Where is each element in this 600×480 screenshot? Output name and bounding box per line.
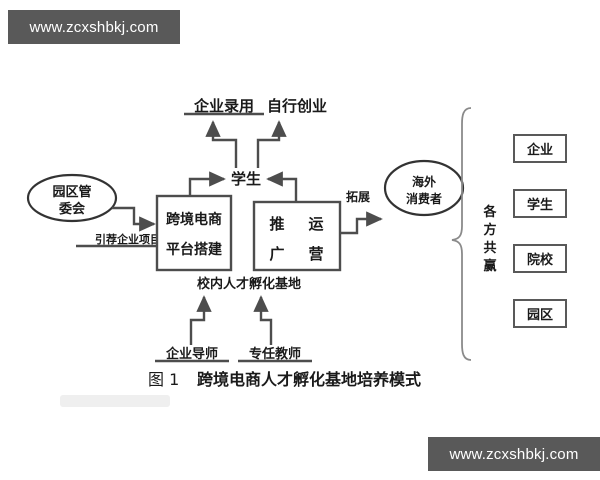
consumer-node-line2: 消费者: [406, 191, 442, 206]
source-node-ellipse: [26, 173, 118, 223]
winwin-char-1: 方: [483, 222, 496, 238]
edge-source-to-platform: [112, 206, 156, 232]
student-node-label: 学生: [231, 170, 261, 188]
operations-cell-tl: 推: [269, 215, 284, 233]
winwin-brace: [451, 107, 472, 361]
source-edge-label: 引荐企业项目: [95, 232, 161, 246]
platform-box-line2: 平台搭建: [166, 241, 222, 258]
consumer-node-line1: 海外: [412, 174, 436, 189]
outcome-employment-label: 企业录用: [193, 97, 254, 115]
source-node-line2: 委会: [58, 201, 86, 217]
edge-student-to-employment: [205, 120, 238, 168]
winwin-char-0: 各: [482, 204, 497, 220]
winwin-char-2: 共: [483, 240, 496, 256]
stakeholder-park-box: [513, 299, 567, 328]
stakeholder-park-label: 园区: [527, 308, 553, 323]
mentor-teacher-label: 专任教师: [249, 346, 301, 362]
figure-caption-title: 跨境电商人才孵化基地培养模式: [197, 370, 421, 389]
stakeholder-enterprise-box: [513, 134, 567, 163]
mentor-enterprise-label: 企业导师: [165, 346, 218, 362]
outcome-startup-label: 自行创业: [267, 97, 327, 115]
source-node-line1: 园区管: [52, 184, 91, 200]
operations-cell-bl: 广: [269, 245, 284, 263]
edge-operations-to-student: [266, 171, 298, 202]
expand-edge-label: 拓展: [346, 189, 370, 204]
platform-box-line1: 跨境电商: [166, 211, 222, 228]
operations-cell-tr: 运: [308, 215, 323, 233]
operations-cell-br: 营: [308, 245, 323, 263]
stakeholder-enterprise-label: 企业: [526, 142, 553, 158]
platform-box: [155, 194, 233, 272]
stakeholder-student-box: [513, 189, 567, 218]
watermark-top-left: www.zcxshbkj.com: [8, 10, 180, 44]
scan-artifact: [60, 395, 170, 407]
edge-platform-to-student: [188, 171, 226, 197]
figure-caption-number: 图 1: [148, 370, 179, 389]
winwin-char-3: 赢: [483, 258, 496, 274]
base-label: 校内人才孵化基地: [197, 276, 301, 292]
edge-enterprise-mentor-to-base: [189, 295, 212, 345]
watermark-bottom-right: www.zcxshbkj.com: [428, 437, 600, 471]
consumer-node-ellipse: [383, 159, 465, 217]
edge-student-to-startup: [256, 120, 287, 168]
edge-teacher-to-base: [253, 295, 273, 345]
edge-operations-to-consumer: [340, 211, 383, 235]
stakeholder-student-label: 学生: [527, 197, 553, 213]
stakeholder-college-box: [513, 244, 567, 273]
stakeholder-college-label: 院校: [527, 252, 554, 268]
operations-box: [252, 200, 342, 272]
